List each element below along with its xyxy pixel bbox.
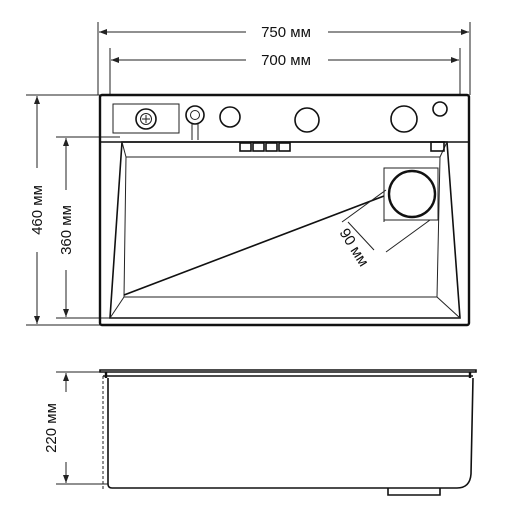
sink-top-view: 90 мм: [100, 95, 469, 325]
overall-width-label: 750 мм: [261, 24, 311, 41]
height-label: 220 мм: [43, 403, 60, 453]
overall-depth-label: 460 мм: [29, 185, 46, 235]
overflow-slot: [431, 142, 444, 151]
tap-hole-middle-icon: [295, 108, 319, 132]
dimension-height: 220 мм: [43, 372, 108, 484]
sink-side-view: [100, 370, 476, 495]
drain-icon: [389, 171, 435, 217]
dimension-inner-width: 700 мм: [110, 48, 460, 95]
control-buttons: [240, 143, 290, 151]
small-hole-icon: [433, 102, 447, 116]
soap-dispenser-panel: [113, 104, 179, 133]
inner-depth-label: 360 мм: [58, 205, 75, 255]
dimension-drainer-width: 90 мм: [336, 190, 430, 270]
drainer-width-label: 90 мм: [336, 226, 372, 270]
tap-hole-right-icon: [391, 106, 417, 132]
dimension-inner-depth: 360 мм: [56, 137, 120, 318]
tap-hole-left-icon: [220, 107, 240, 127]
inner-width-label: 700 мм: [261, 52, 311, 69]
faucet-icon: [186, 106, 204, 140]
